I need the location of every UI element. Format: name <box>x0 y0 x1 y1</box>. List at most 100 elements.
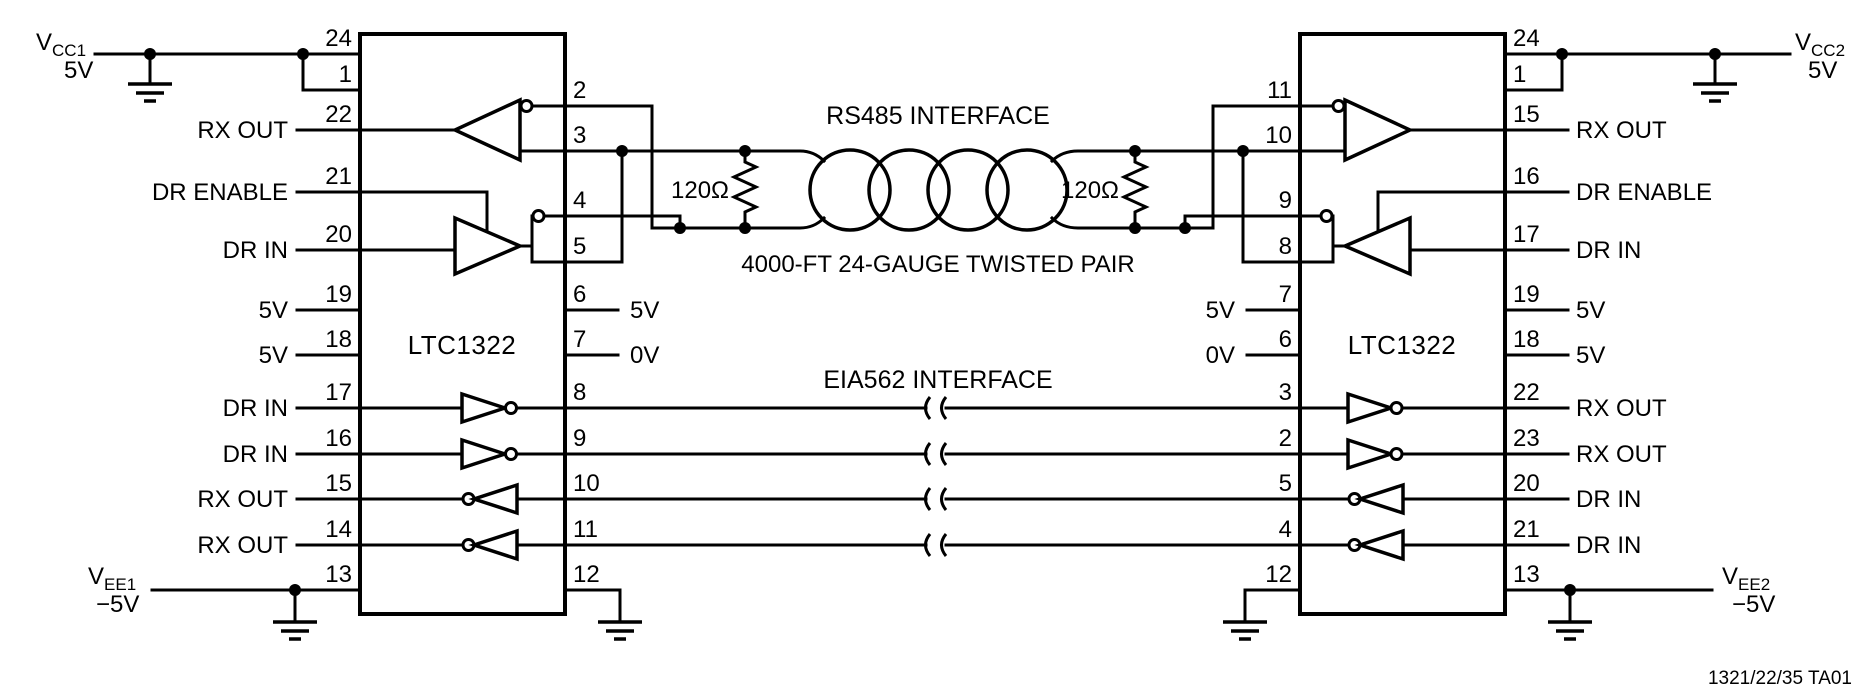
left-rs485-driver <box>453 149 682 277</box>
pin-number: 17 <box>325 379 352 406</box>
vee2-voltage: −5V <box>1732 591 1775 618</box>
pin-label: 5V <box>1576 342 1605 369</box>
right-ic-signal-wires <box>1245 128 1570 357</box>
right-ic-pin12-ground <box>1221 588 1302 641</box>
pin-number: 10 <box>573 470 600 497</box>
termination-resistor-right <box>1120 151 1150 228</box>
line-break-mark <box>924 442 948 466</box>
right-ic-box <box>1298 32 1507 616</box>
pin-number: 4 <box>1279 516 1292 543</box>
doc-code: 1321/22/35 TA01 <box>1708 668 1852 689</box>
line-break-mark <box>924 533 948 557</box>
vee2-label: VEE2 <box>1722 563 1770 594</box>
pin-number: 7 <box>1279 281 1292 308</box>
pin-number: 1 <box>1513 61 1526 88</box>
eia562-channel <box>295 391 1570 562</box>
left-ic-pin12-ground <box>563 588 644 641</box>
pin-number: 3 <box>573 122 586 149</box>
pin-label: 5V <box>1576 297 1605 324</box>
ground-symbol <box>596 620 644 641</box>
pin-number: 21 <box>325 163 352 190</box>
pin-number: 22 <box>1513 379 1540 406</box>
ground-symbol <box>1691 82 1739 103</box>
pin-number: 20 <box>1513 470 1540 497</box>
pin-label: RX OUT <box>197 532 288 559</box>
pin-number: 18 <box>325 326 352 353</box>
pin-number: 20 <box>325 221 352 248</box>
pin-number: 24 <box>1513 25 1540 52</box>
pin-number: 11 <box>573 516 598 543</box>
pin-label: 5V <box>1206 297 1235 324</box>
pin-number: 15 <box>325 470 352 497</box>
pin-label: 5V <box>259 297 288 324</box>
pin-label: DR ENABLE <box>1576 179 1712 206</box>
pin-number: 23 <box>1513 425 1540 452</box>
pin-number: 13 <box>325 561 352 588</box>
ground-symbol <box>126 82 174 103</box>
pin-number: 18 <box>1513 326 1540 353</box>
pin-number: 22 <box>325 101 352 128</box>
pin-number: 12 <box>573 561 600 588</box>
pin-label: 5V <box>630 297 659 324</box>
pin-number: 3 <box>1279 379 1292 406</box>
left-ic-signal-wires <box>295 128 620 357</box>
pin-number: 8 <box>1279 233 1292 260</box>
right-rs485-receiver <box>1211 97 1415 230</box>
pin-number: 4 <box>573 187 586 214</box>
ground-symbol <box>271 620 319 641</box>
right-ic-signal-labels: RX OUT DR ENABLE DR IN 5V 5V RX OUT RX O… <box>1576 117 1712 559</box>
inverting-bubble <box>1389 447 1404 461</box>
pin-number: 16 <box>1513 163 1540 190</box>
left-ic-box <box>358 32 567 616</box>
resistor-value-right: 120Ω <box>1061 177 1119 204</box>
left-ic-left-pin-numbers: 24 1 22 21 20 19 18 17 16 15 14 13 <box>325 25 352 588</box>
right-rs485-driver <box>1183 149 1412 277</box>
pin-label: RX OUT <box>1576 117 1667 144</box>
rs485-title: RS485 INTERFACE <box>826 102 1050 130</box>
vee1-voltage: −5V <box>96 591 139 618</box>
eia562-title: EIA562 INTERFACE <box>823 366 1052 394</box>
pin-number: 6 <box>573 281 586 308</box>
pin-label: RX OUT <box>197 486 288 513</box>
ic-name: LTC1322 <box>1348 330 1457 360</box>
pin-label: 0V <box>630 342 659 369</box>
pin-number: 9 <box>1279 187 1292 214</box>
pin-number: 10 <box>1265 122 1292 149</box>
pin-number: 14 <box>325 516 352 543</box>
vcc2-label: VCC2 <box>1795 29 1845 60</box>
pin-number: 11 <box>1267 77 1292 104</box>
pin-number: 19 <box>1513 281 1540 308</box>
pin-number: 1 <box>339 61 352 88</box>
inverting-bubble <box>1389 401 1404 415</box>
inverting-bubble <box>1331 99 1346 113</box>
twisted-pair <box>808 148 1069 232</box>
inverting-bubble <box>504 401 518 415</box>
left-ic-right-pin-numbers: 2 3 4 5 6 7 8 9 10 11 12 5V 0V <box>573 77 659 588</box>
pin-number: 21 <box>1513 516 1540 543</box>
line-break-mark <box>924 487 948 511</box>
right-ic-left-pin-numbers: 11 10 9 8 7 6 3 2 5 4 12 5V 0V <box>1206 77 1292 588</box>
right-ic-right-pin-numbers: 24 1 15 16 17 19 18 22 23 20 21 13 <box>1513 25 1540 588</box>
pin-number: 15 <box>1513 101 1540 128</box>
pin-number: 6 <box>1279 326 1292 353</box>
left-ic-signal-labels: RX OUT DR ENABLE DR IN 5V 5V DR IN DR IN… <box>152 117 288 559</box>
pin-label: 5V <box>259 342 288 369</box>
vcc1-label: VCC1 <box>36 29 86 60</box>
vcc1-voltage: 5V <box>64 57 93 84</box>
vee2-rail <box>1503 584 1714 641</box>
pin-label: DR ENABLE <box>152 179 288 206</box>
pin-number: 9 <box>573 425 586 452</box>
ground-symbol <box>1546 620 1594 641</box>
pin-number: 5 <box>573 233 586 260</box>
inverting-bubble <box>504 447 518 461</box>
vcc2-voltage: 5V <box>1808 57 1837 84</box>
termination-resistor-left <box>730 151 760 228</box>
pin-number: 19 <box>325 281 352 308</box>
pin-label: DR IN <box>223 395 288 422</box>
pin-label: DR IN <box>1576 237 1641 264</box>
inverting-bubble <box>1319 209 1334 223</box>
pin-label: RX OUT <box>197 117 288 144</box>
pin-number: 2 <box>1279 425 1292 452</box>
pin-label: 0V <box>1206 342 1235 369</box>
